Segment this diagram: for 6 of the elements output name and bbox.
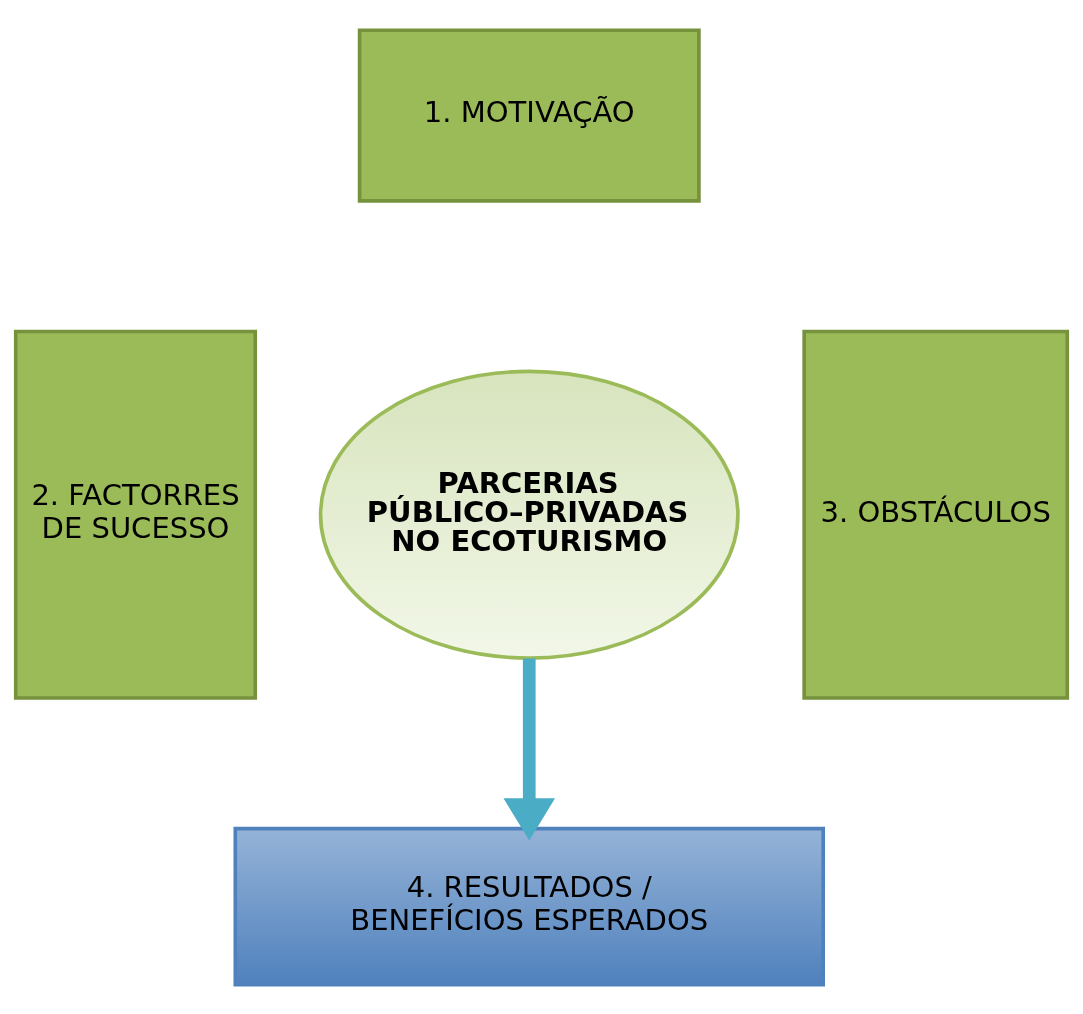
node-box: 1. MOTIVAÇÃO (357, 27, 701, 203)
node-box: 2. FACTORRES DE SUCESSO (13, 329, 258, 700)
node-box: 3. OBSTÁCULOS (802, 329, 1070, 700)
node-ellipse: PARCERIAS PÚBLICO–PRIVADAS NO ECOTURISMO (318, 369, 740, 660)
arrow (503, 657, 556, 840)
node-box: 4. RESULTADOS / BENEFÍCIOS ESPERADOS (233, 826, 826, 987)
